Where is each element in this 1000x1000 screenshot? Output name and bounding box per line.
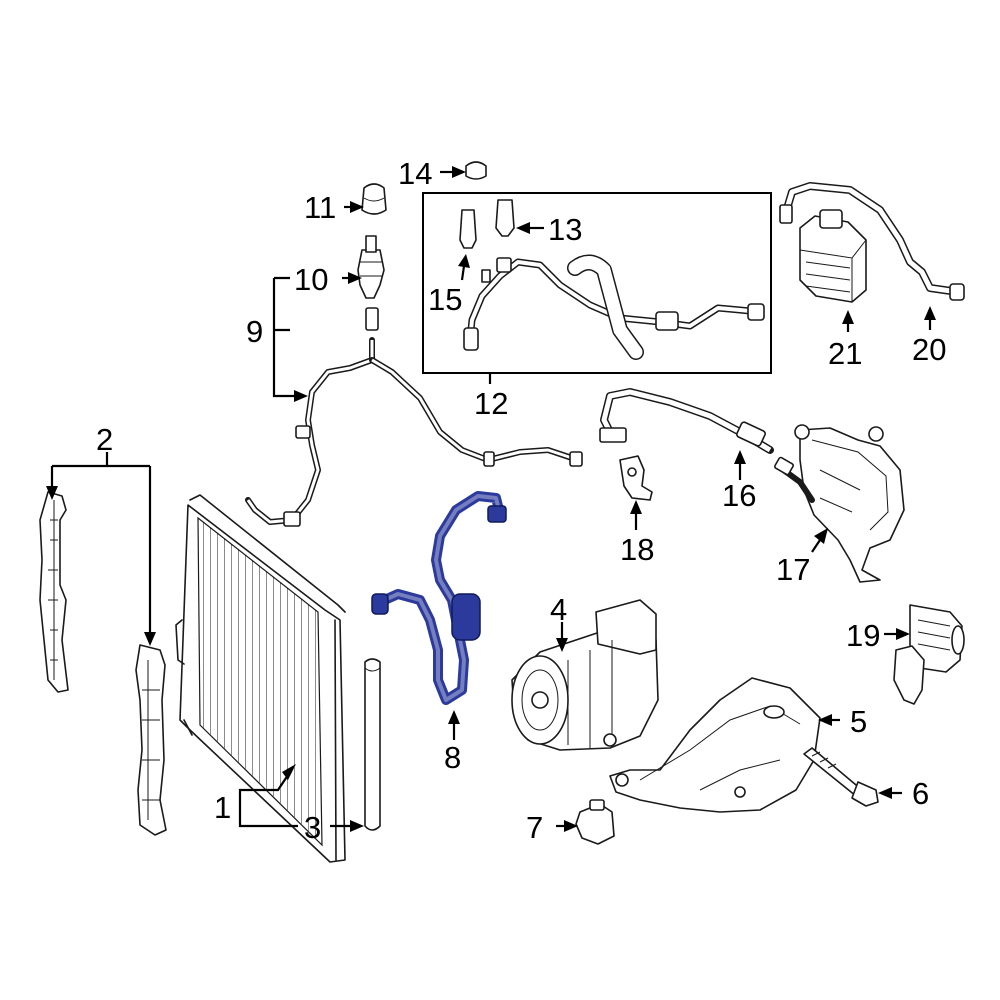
callout-16: 16 [722,478,756,513]
callout-14: 14 [398,156,432,191]
condenser [175,494,346,863]
pressure-valve [357,235,385,299]
compressor-bracket [609,677,821,813]
callout-20: 20 [912,332,946,367]
hose-assembly-box [422,192,772,374]
small-cap [465,161,487,180]
highlighted-hose-8 [371,491,507,705]
control-valve-19 [893,604,965,705]
callout-3: 3 [304,810,321,845]
receiver-dryer [364,658,381,831]
radiator-bracket-right [135,644,167,836]
line-bracket-17 [774,424,905,583]
callout-17: 17 [776,552,810,587]
ac-compressor [511,599,659,751]
leader-lines [46,166,936,832]
ac-line-assembly [245,307,583,527]
callout-8: 8 [444,740,461,775]
hose-16 [599,388,774,454]
radiator-bracket-left [39,491,69,693]
callout-13: 13 [548,212,582,247]
callout-12: 12 [474,386,508,421]
callout-7: 7 [526,810,543,845]
sensor-7 [575,799,615,845]
valve-cap [361,183,387,215]
refrigerant-line-20 [779,182,965,301]
callout-18: 18 [620,532,654,567]
callout-15: 15 [428,282,462,317]
callout-9: 9 [246,314,263,349]
callout-labels: 1 2 3 4 5 6 7 8 9 10 11 12 13 14 15 16 1… [96,156,946,845]
bolt [803,747,879,807]
callout-2: 2 [96,422,113,457]
callout-4: 4 [550,592,567,627]
callout-10: 10 [294,262,328,297]
callout-11: 11 [304,190,336,225]
callout-5: 5 [850,704,867,739]
callout-19: 19 [846,618,880,653]
callout-1: 1 [214,790,231,825]
callout-21: 21 [828,336,862,371]
sensor-18 [619,455,653,501]
callout-6: 6 [912,776,929,811]
accumulator-block [799,209,867,303]
